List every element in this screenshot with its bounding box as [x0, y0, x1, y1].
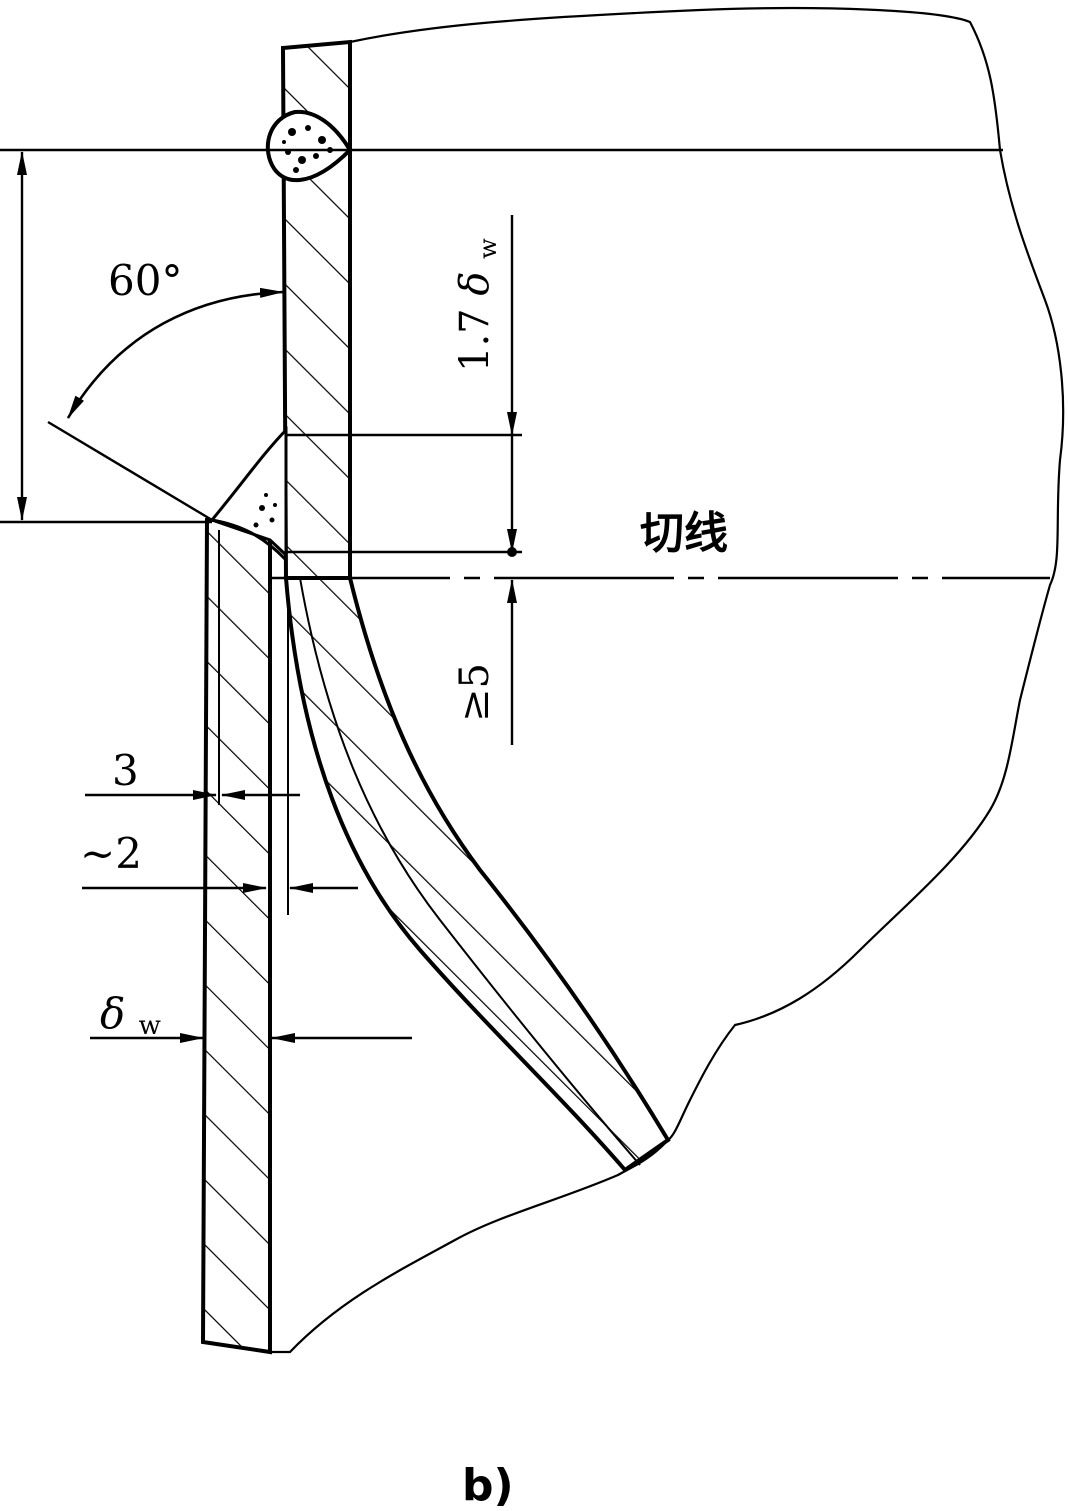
- thickness-ratio-label: 1.7 δ w: [452, 238, 502, 372]
- wall-thickness-label: δ w: [100, 989, 161, 1041]
- head-outline-break-line: [270, 6, 1065, 1354]
- weld-fillet-speckle: [253, 493, 277, 528]
- figure-caption: b): [462, 1460, 514, 1511]
- angle-label: 60°: [108, 256, 182, 305]
- min-distance-label: ≥5: [452, 663, 498, 722]
- head-plate-inner-line: [299, 577, 641, 1166]
- head-plate-curved: [283, 576, 671, 1173]
- dimension-dot: [507, 547, 517, 557]
- thickness-ratio-label-group: 1.7 δ w: [452, 238, 502, 372]
- gap-3-label: 3: [112, 746, 139, 795]
- min-distance-label-group: ≥5: [452, 663, 498, 722]
- weld-bead-upper: [265, 109, 353, 183]
- bevel-line: [47, 420, 213, 522]
- angle-60-arc: [66, 287, 284, 419]
- gap-2-label: ~2: [80, 829, 142, 878]
- nozzle-plate: [200, 518, 272, 1355]
- weld-root-curve: [211, 518, 288, 562]
- tangent-line-label: 切线: [640, 508, 728, 559]
